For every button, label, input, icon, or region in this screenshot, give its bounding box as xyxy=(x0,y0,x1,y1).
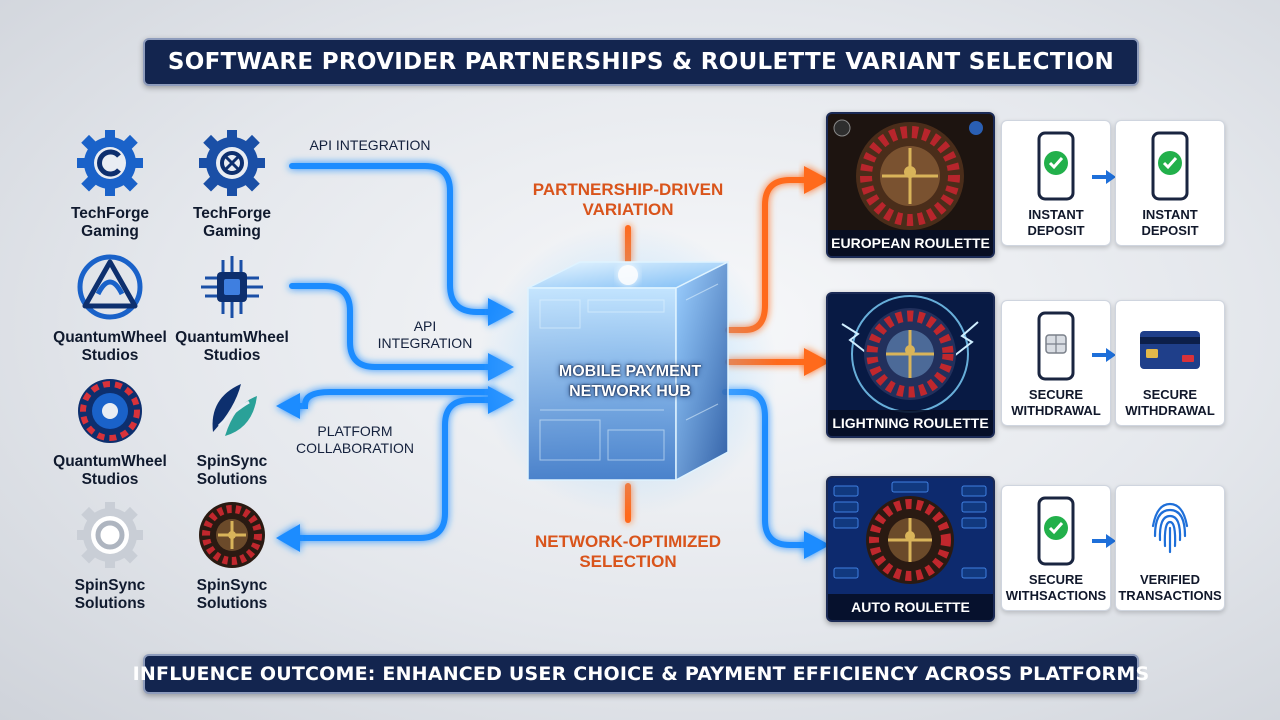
hub-label-line1: MOBILE PAYMENT xyxy=(558,363,702,380)
flow-platform xyxy=(293,389,495,409)
payment-label-line1: SECURE xyxy=(1142,387,1198,402)
provider-name-line2: Solutions xyxy=(196,471,268,488)
flow-label-text: API xyxy=(413,318,437,334)
provider-name-line2: Studios xyxy=(81,347,139,364)
flow-label-text-line2: COLLABORATION xyxy=(296,440,414,456)
payment-card[interactable]: SECURE WITHDRAWAL xyxy=(1001,300,1111,426)
game-card-european[interactable]: EUROPEAN ROULETTE xyxy=(826,112,995,258)
orange-arrowheads xyxy=(804,166,830,376)
gear-target-icon xyxy=(199,130,265,196)
payment-label-line1: SECURE xyxy=(1028,387,1084,402)
provider-card: QuantumWheel Studios xyxy=(45,374,175,488)
flow-label-text: PLATFORM xyxy=(317,423,393,439)
page-title: SOFTWARE PROVIDER PARTNERSHIPS & ROULETT… xyxy=(143,38,1139,86)
network-optimized-label: NETWORK-OPTIMIZED SELECTION xyxy=(520,532,736,572)
payment-label: INSTANT DEPOSIT xyxy=(1002,207,1110,239)
payment-label: INSTANT DEPOSIT xyxy=(1116,207,1224,239)
provider-name-line2: Solutions xyxy=(196,595,268,612)
payment-card[interactable]: VERIFIED TRANSACTIONS xyxy=(1115,485,1225,611)
payment-label-line1: SECURE xyxy=(1028,572,1084,587)
provider-name: SpinSync xyxy=(74,577,146,594)
provider-name: TechForge xyxy=(192,205,272,222)
payment-label-line2: WITHDRAWAL xyxy=(1125,403,1215,418)
payment-label-line2: DEPOSIT xyxy=(1027,223,1085,238)
payment-label: SECURE WITHDRAWAL xyxy=(1002,387,1110,419)
payment-label-line1: VERIFIED xyxy=(1140,572,1200,587)
game-card-auto[interactable]: AUTO ROULETTE xyxy=(826,476,995,622)
provider-name: TechForge xyxy=(70,205,150,222)
payment-card[interactable]: INSTANT DEPOSIT xyxy=(1001,120,1111,246)
phone-check-icon xyxy=(1151,131,1189,201)
flow-label-platform: PLATFORM COLLABORATION xyxy=(290,423,420,457)
payment-label-line1: INSTANT xyxy=(1028,207,1084,222)
leaf-swirl-icon xyxy=(212,384,257,436)
provider-card: QuantumWheel Studios xyxy=(45,250,175,364)
flow-bottom xyxy=(293,397,495,541)
payment-label-line2: WITHDRAWAL xyxy=(1011,403,1101,418)
arrow-right-icon xyxy=(1092,170,1116,184)
flow-api-top xyxy=(289,163,495,315)
gear-ring-icon xyxy=(77,502,143,568)
credit-card-icon xyxy=(1140,331,1200,369)
game-name: AUTO ROULETTE xyxy=(828,594,993,620)
payment-card[interactable]: SECURE WITHDRAWAL xyxy=(1115,300,1225,426)
payment-card[interactable]: SECURE WITHSACTIONS xyxy=(1001,485,1111,611)
payment-label-line2: TRANSACTIONS xyxy=(1118,588,1222,603)
payment-label-line1: INSTANT xyxy=(1142,207,1198,222)
circuit-chip-icon xyxy=(201,256,263,318)
provider-name-line2: Gaming xyxy=(203,223,261,240)
provider-name: SpinSync xyxy=(196,577,268,594)
partnership-driven-label: PARTNERSHIP-DRIVEN VARIATION xyxy=(520,180,736,220)
phone-chip-icon xyxy=(1037,311,1075,381)
payment-label-line2: DEPOSIT xyxy=(1141,223,1199,238)
provider-card: SpinSync Solutions xyxy=(167,498,297,612)
game-name: LIGHTNING ROULETTE xyxy=(828,410,993,436)
orange-label-text-line2: SELECTION xyxy=(579,552,677,571)
provider-name-line2: Studios xyxy=(81,471,139,488)
hub-cube xyxy=(478,225,778,515)
payment-label-line2: WITHSACTIONS xyxy=(1005,588,1107,603)
flow-label-text: API INTEGRATION xyxy=(309,137,431,153)
phone-check-icon xyxy=(1037,496,1075,566)
provider-name: QuantumWheel xyxy=(175,329,289,346)
provider-name: SpinSync xyxy=(196,453,268,470)
provider-card: SpinSync Solutions xyxy=(45,498,175,612)
phone-check-icon xyxy=(1037,131,1075,201)
orange-label-text: PARTNERSHIP-DRIVEN xyxy=(532,180,724,199)
fingerprint-icon xyxy=(1151,502,1189,554)
hub-cube-side xyxy=(675,260,729,482)
payment-label: VERIFIED TRANSACTIONS xyxy=(1116,572,1224,604)
orange-label-text: NETWORK-OPTIMIZED xyxy=(534,532,722,551)
provider-name: QuantumWheel xyxy=(53,453,167,470)
provider-name-line2: Solutions xyxy=(74,595,146,612)
provider-card: SpinSync Solutions xyxy=(167,374,297,488)
arrow-right-icon xyxy=(1092,534,1116,548)
provider-name-line2: Studios xyxy=(203,347,261,364)
hub-label-line2: NETWORK HUB xyxy=(569,383,691,400)
orange-label-text-line2: VARIATION xyxy=(582,200,674,219)
payment-label: SECURE WITHDRAWAL xyxy=(1116,387,1224,419)
payment-label: SECURE WITHSACTIONS xyxy=(1002,572,1110,604)
payment-card[interactable]: INSTANT DEPOSIT xyxy=(1115,120,1225,246)
provider-card: TechForge Gaming xyxy=(45,126,175,240)
arrow-right-icon xyxy=(1092,348,1116,362)
flow-label-api-top: API INTEGRATION xyxy=(300,137,440,154)
gear-c-icon xyxy=(77,130,143,196)
flow-label-text-line2: INTEGRATION xyxy=(377,335,473,351)
triangle-swirl-icon xyxy=(77,254,143,320)
game-card-lightning[interactable]: LIGHTNING ROULETTE xyxy=(826,292,995,438)
provider-name: QuantumWheel xyxy=(53,329,167,346)
game-name: EUROPEAN ROULETTE xyxy=(828,230,993,256)
roulette-dial-icon xyxy=(78,379,142,443)
roulette-wheel-icon xyxy=(199,502,265,568)
provider-card: QuantumWheel Studios xyxy=(167,250,297,364)
provider-card: TechForge Gaming xyxy=(167,126,297,240)
footer-banner: INFLUENCE OUTCOME: ENHANCED USER CHOICE … xyxy=(133,654,1149,694)
flow-api-mid xyxy=(289,283,495,370)
hub-label: MOBILE PAYMENT NETWORK HUB xyxy=(530,362,730,402)
provider-name-line2: Gaming xyxy=(81,223,139,240)
flow-label-api-mid: API INTEGRATION xyxy=(370,318,480,352)
